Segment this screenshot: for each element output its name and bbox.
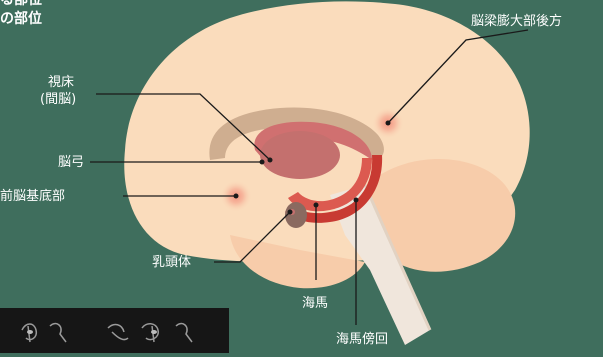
label-parahippocampal: 海馬傍回 bbox=[336, 332, 388, 348]
label-fornix: 脳弓 bbox=[58, 155, 84, 171]
mri-scan-image bbox=[0, 308, 229, 353]
title-line-2: の部位 bbox=[0, 10, 42, 28]
label-retrosplenial: 脳梁膨大部後方 bbox=[471, 14, 562, 30]
label-hippocampus: 海馬 bbox=[302, 296, 328, 312]
label-thalamus-sub: (間脳) bbox=[40, 92, 76, 108]
title-line-1: る部位 bbox=[0, 0, 42, 9]
label-thalamus: 視床 bbox=[48, 75, 74, 91]
thalamus bbox=[260, 131, 340, 179]
label-mammillary-body: 乳頭体 bbox=[152, 255, 191, 271]
label-basal-forebrain: 前脳基底部 bbox=[0, 189, 65, 205]
mri-scan-shapes bbox=[0, 308, 229, 353]
mammillary-body bbox=[285, 202, 307, 228]
